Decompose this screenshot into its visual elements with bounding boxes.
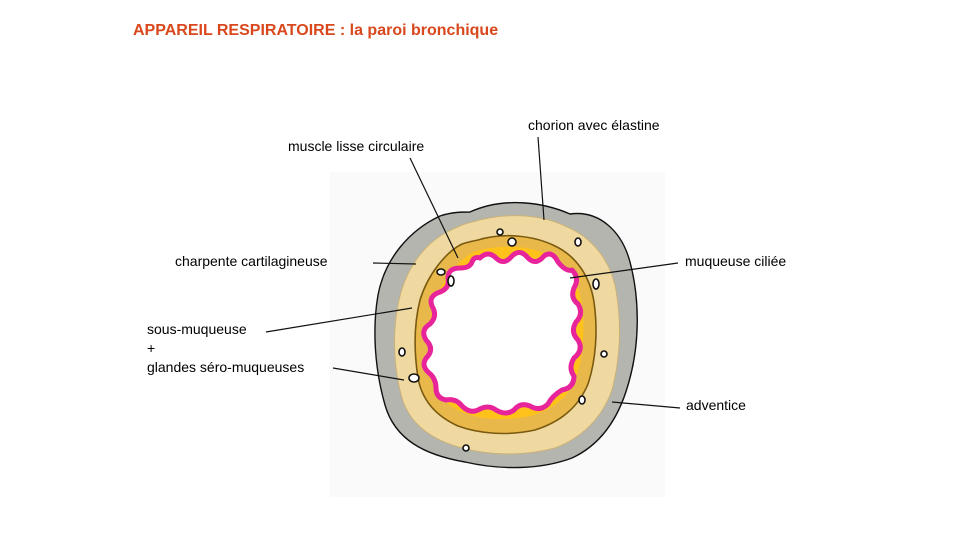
label-chorion: chorion avec élastine [528,117,660,133]
label-glandes: glandes séro-muqueuses [147,359,305,375]
gland-mark [447,275,455,287]
gland-mark [408,373,420,383]
leader-lines [265,136,681,409]
gland-mark [507,237,517,247]
gland-mark [600,350,608,358]
gland-mark [398,347,406,357]
leader-chorion [537,136,545,221]
leader-muqueuse [569,262,679,279]
leader-glandes [332,367,405,381]
gland-mark [578,395,586,405]
gland-mark [592,278,600,290]
gland-mark [574,237,582,247]
title-main: APPAREIL RESPIRATOIRE : [133,22,346,39]
title-sub: la paroi bronchique [349,22,499,39]
label-sous-muqueuse: sous-muqueuse [147,321,247,337]
label-charpente: charpente cartilagineuse [175,253,328,269]
label-plus: + [147,340,156,356]
glands-group [398,228,608,452]
mucosa-layer [421,250,584,416]
leader-charpente [372,262,417,265]
leader-muscle [409,157,459,259]
label-muqueuse: muqueuse ciliée [685,253,787,269]
gland-mark [436,268,446,276]
label-adventice: adventice [686,397,746,413]
leader-adventice [611,401,681,409]
leader-sous-muqueuse [265,307,413,333]
page-title: APPAREIL RESPIRATOIRE : la paroi bronchi… [133,22,498,40]
gland-mark [462,444,470,452]
gland-mark [496,228,504,236]
label-muscle: muscle lisse circulaire [288,138,425,154]
